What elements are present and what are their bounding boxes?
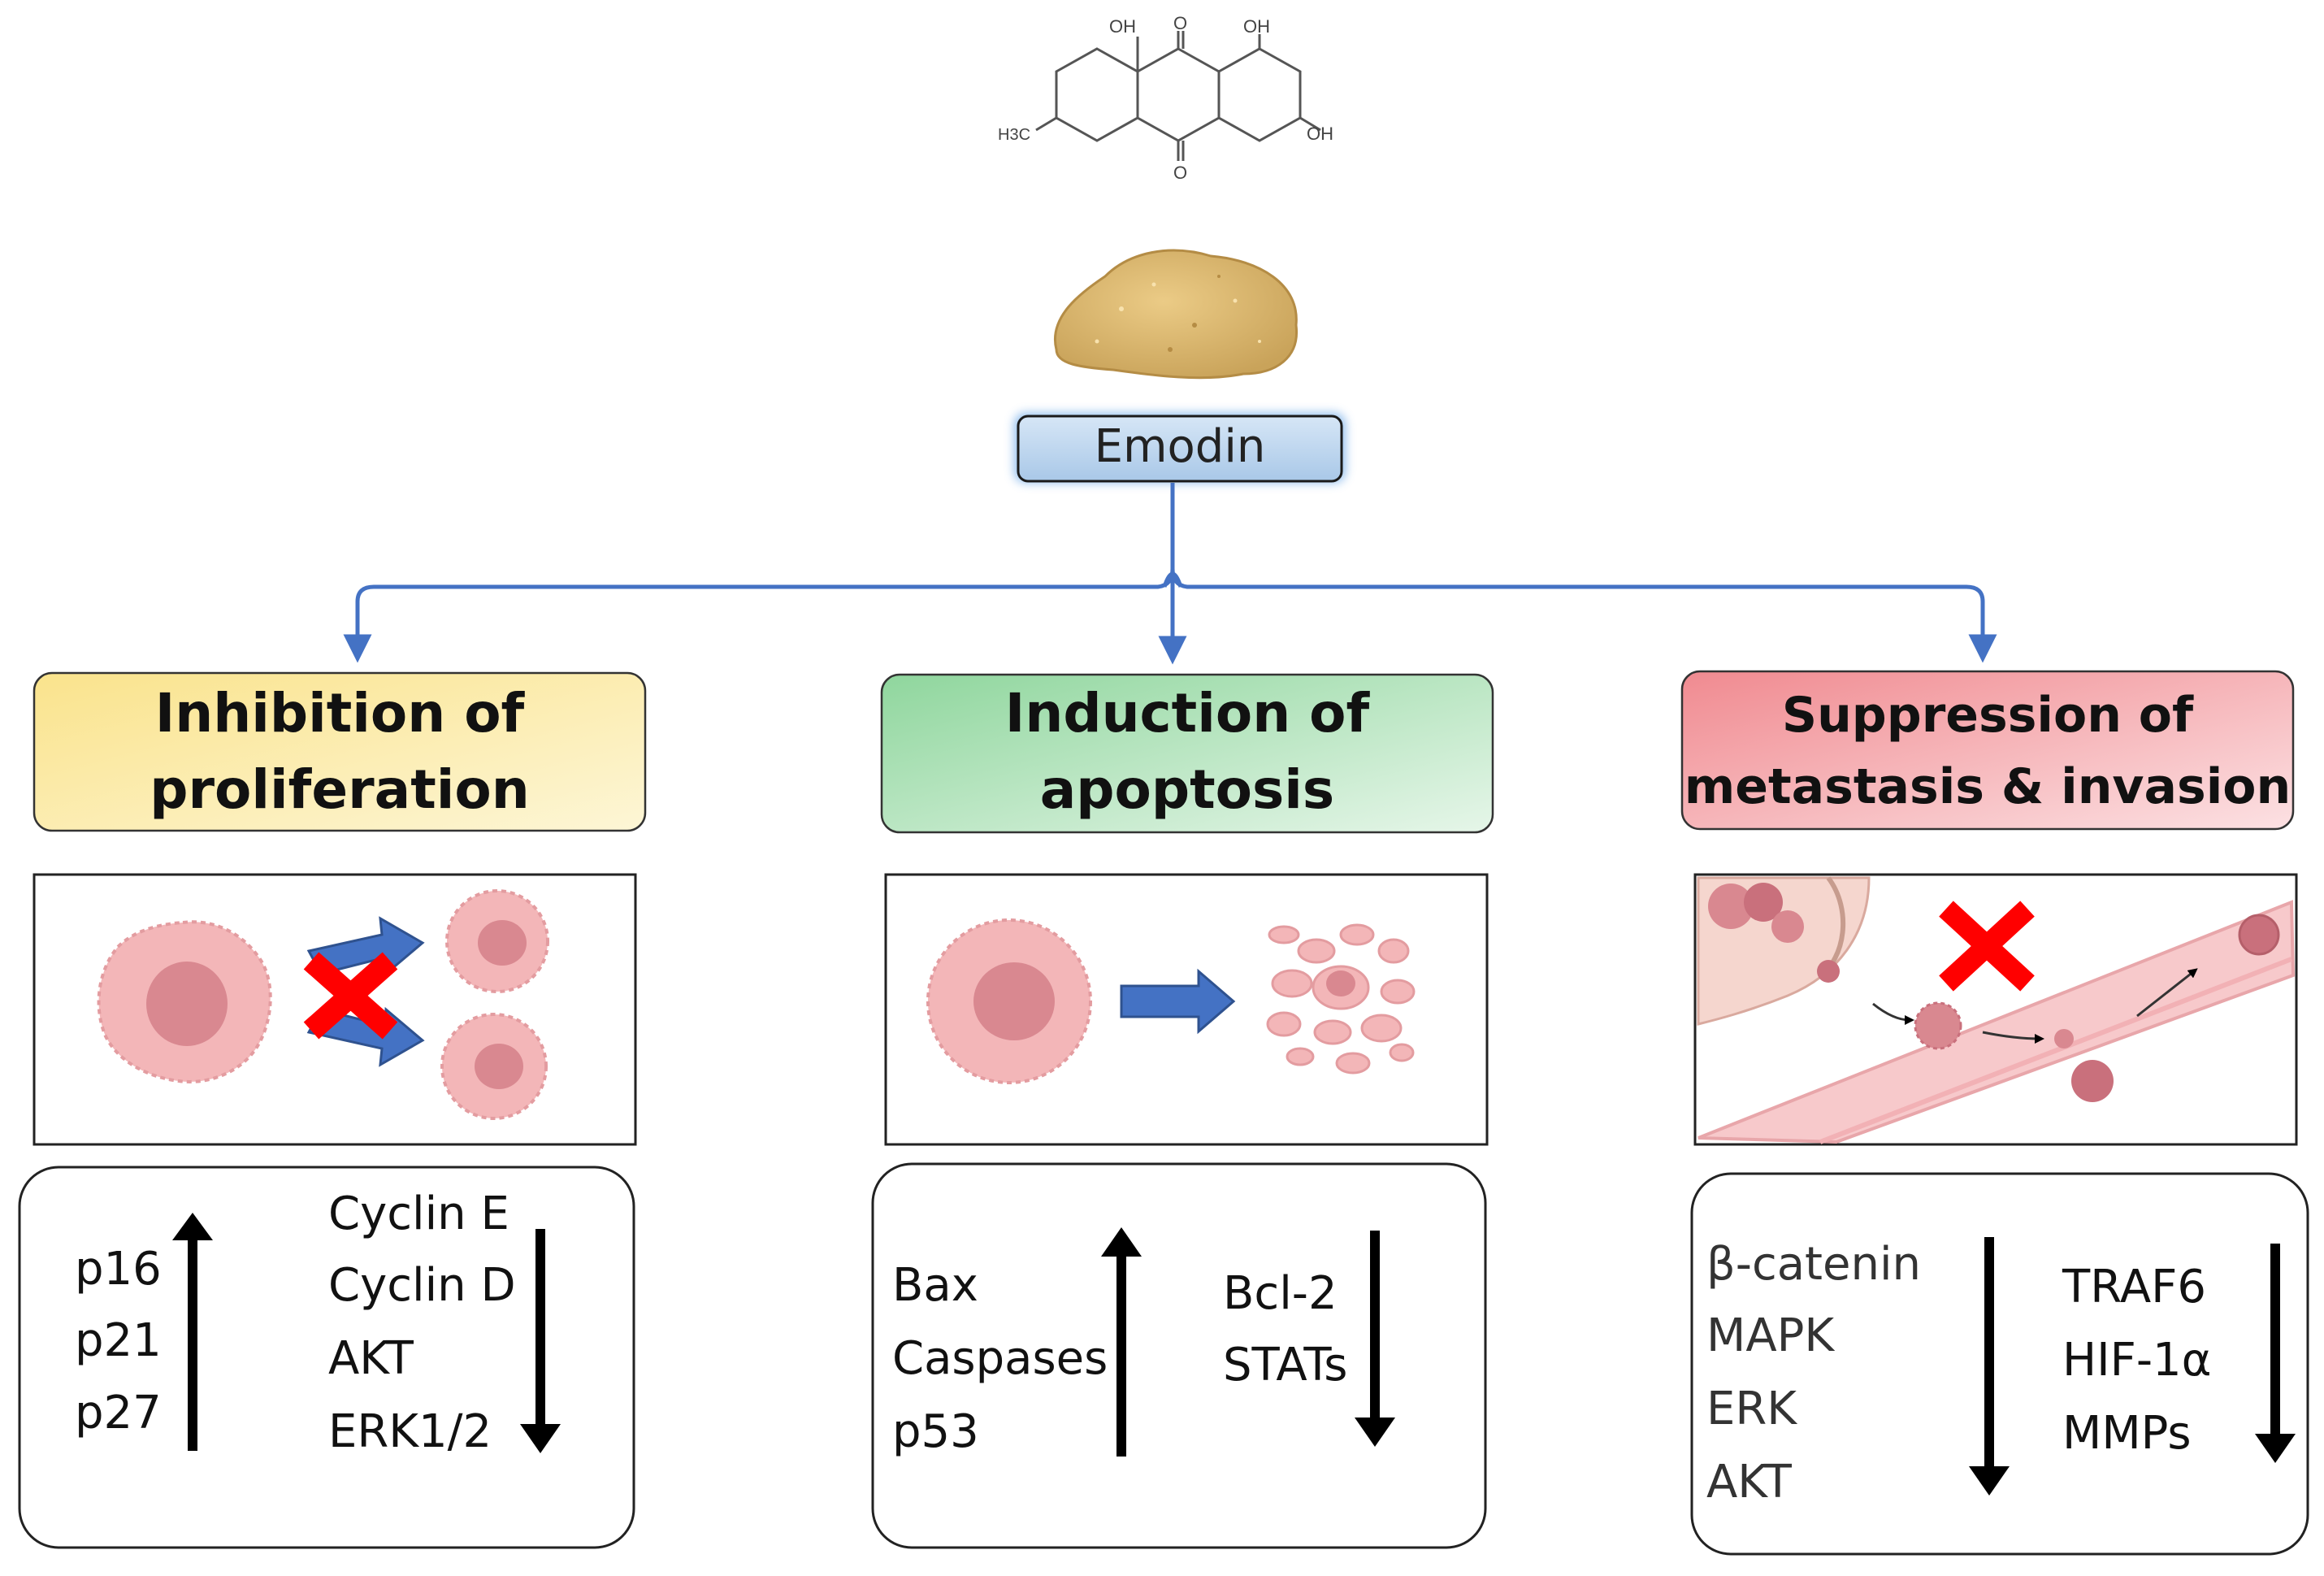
apoptotic-fragments-icon xyxy=(1266,923,1416,1075)
carbonyl-top-label: O xyxy=(1173,13,1187,33)
up-arrow-proliferation-icon xyxy=(172,1213,213,1451)
card1-title-line2: proliferation xyxy=(150,758,529,821)
emodin-box xyxy=(1017,415,1343,483)
card3-title-line1: Suppression of xyxy=(1782,687,2194,744)
card-induction-of-apoptosis xyxy=(880,673,1494,834)
up-marker-3: p27 xyxy=(75,1387,162,1439)
down-marker-1: Bcl-2 xyxy=(1223,1267,1338,1320)
metastasis-illustration xyxy=(1697,876,2296,1144)
card2-title-line2: apoptosis xyxy=(1040,758,1334,821)
down-marker-a-4: AKT xyxy=(1706,1456,1793,1509)
up-arrow-apoptosis-icon xyxy=(1101,1227,1142,1457)
up-marker-1: p16 xyxy=(75,1243,162,1296)
down-marker-a-3: ERK xyxy=(1706,1383,1797,1435)
down-marker-a-1: β-catenin xyxy=(1706,1238,1921,1291)
down-arrow-metastasis-b-icon xyxy=(2255,1244,2296,1463)
proliferation-illustration xyxy=(97,889,549,1120)
up-marker-2: p21 xyxy=(75,1314,162,1367)
down-marker-1: Cyclin E xyxy=(328,1187,509,1240)
oh-top-right-label: OH xyxy=(1243,16,1270,37)
oh-top-left-label: OH xyxy=(1109,16,1136,37)
card1-title-line1: Inhibition of xyxy=(155,682,526,745)
down-arrow-proliferation-icon xyxy=(520,1229,561,1453)
emodin-label: Emodin xyxy=(1095,420,1266,473)
transition-arrow-icon xyxy=(1120,968,1236,1035)
biomarker-box-apoptosis xyxy=(871,1162,1487,1549)
red-cross-icon xyxy=(1939,901,2035,992)
down-marker-b-1: TRAF6 xyxy=(2062,1261,2206,1313)
card-suppression-of-metastasis xyxy=(1680,670,2295,831)
card2-title-line1: Induction of xyxy=(1005,682,1371,745)
down-marker-3: AKT xyxy=(328,1332,414,1385)
up-marker-3: p53 xyxy=(892,1405,979,1458)
methyl-label: H3C xyxy=(998,126,1030,144)
carbonyl-bottom-label: O xyxy=(1173,163,1187,183)
emodin-structure xyxy=(1035,31,1321,161)
down-arrow-apoptosis-icon xyxy=(1355,1231,1395,1447)
biomarker-box-metastasis xyxy=(1690,1172,2309,1556)
card-inhibition-of-proliferation xyxy=(33,671,647,832)
branch-connectors xyxy=(343,483,1997,665)
red-cross-icon xyxy=(303,952,398,1040)
up-marker-1: Bax xyxy=(892,1259,978,1312)
intravasating-cell-icon xyxy=(2054,1029,2074,1048)
down-marker-a-2: MAPK xyxy=(1706,1309,1835,1362)
migrating-cell-icon xyxy=(1914,1001,1962,1050)
daughter-nucleus-top-icon xyxy=(478,920,527,966)
daughter-nucleus-bottom-icon xyxy=(475,1044,523,1089)
fragment-nucleus-icon xyxy=(1326,970,1355,996)
parent-nucleus-icon xyxy=(146,962,228,1046)
healthy-nucleus-icon xyxy=(973,962,1055,1040)
down-marker-b-2: HIF-1α xyxy=(2062,1334,2212,1387)
apoptosis-illustration xyxy=(926,918,1416,1084)
biomarker-box-proliferation xyxy=(18,1166,635,1549)
tumor-cell-cluster-icon xyxy=(1708,884,1754,929)
up-marker-2: Caspases xyxy=(892,1332,1108,1385)
oh-right-label: OH xyxy=(1307,124,1333,144)
down-marker-b-3: MMPs xyxy=(2062,1407,2192,1460)
blood-vessel-icon xyxy=(1697,900,2296,1144)
down-arrow-metastasis-a-icon xyxy=(1969,1237,2010,1496)
circulating-cell-icon xyxy=(2238,914,2280,956)
down-marker-4: ERK1/2 xyxy=(328,1405,492,1458)
down-marker-2: Cyclin D xyxy=(328,1259,516,1312)
card3-title-line2: metastasis & invasion xyxy=(1684,758,2291,815)
down-marker-2: STATs xyxy=(1223,1339,1347,1391)
emodin-powder-image xyxy=(1054,249,1299,380)
